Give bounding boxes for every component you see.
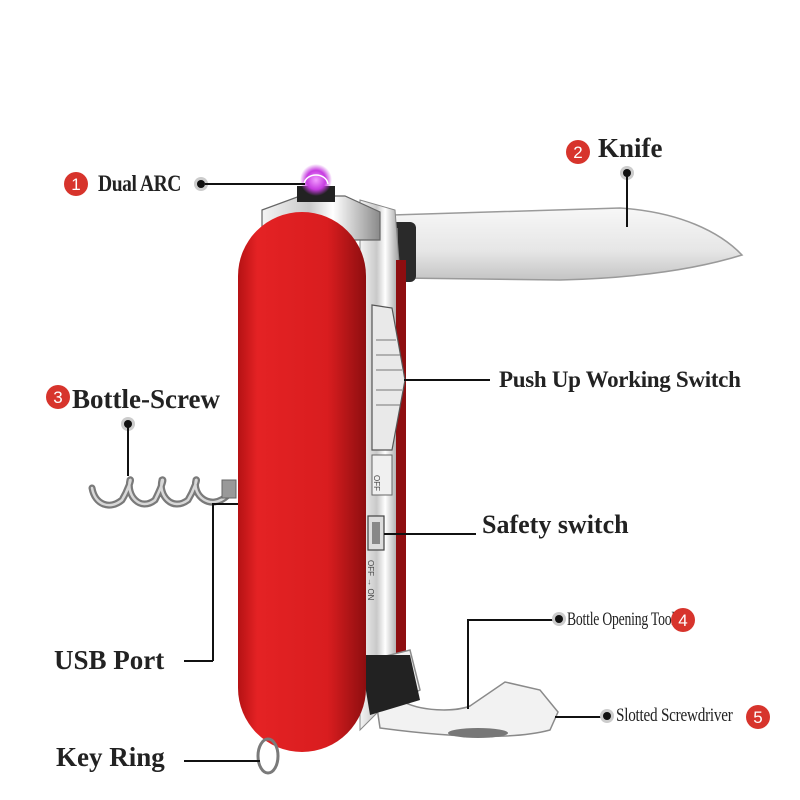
callout-label: Key Ring [56, 742, 165, 772]
callout-number-badge: 3 [46, 385, 70, 409]
push-switch [371, 304, 406, 496]
callout-label: Knife [598, 133, 663, 163]
bottle-opener-screwdriver [360, 649, 559, 738]
callout-pointer-dot [623, 169, 631, 177]
callout-number-badge: 2 [566, 140, 590, 164]
safety-switch [367, 515, 385, 551]
callout-leader-line [467, 619, 555, 621]
callout-leader-line [467, 619, 469, 709]
callout-leader-line [184, 660, 213, 662]
callout-number-badge: 5 [746, 705, 770, 729]
key-ring [256, 737, 280, 775]
callout-label: Push Up Working Switch [499, 367, 741, 392]
callout-number-badge: 4 [671, 608, 695, 632]
callout-leader-line [205, 183, 305, 185]
callout-pointer-dot [603, 712, 611, 720]
callout-label: USB Port [54, 645, 165, 675]
corkscrew [88, 476, 237, 509]
callout-pointer-dot [124, 420, 132, 428]
callout-leader-line [212, 503, 238, 505]
callout-leader-line [404, 379, 490, 381]
callout-label: Bottle-Screw [72, 384, 220, 414]
callout-pointer-dot [555, 615, 563, 623]
callout-label: Safety switch [482, 510, 629, 539]
safety-switch-marking: OFF → ON [366, 560, 375, 601]
red-handle [238, 212, 366, 752]
callout-pointer-dot [197, 180, 205, 188]
callout-leader-line [384, 533, 476, 535]
callout-number-badge: 1 [64, 172, 88, 196]
callout-leader-line [555, 716, 603, 718]
knife-blade [380, 207, 744, 282]
callout-leader-line [212, 503, 214, 661]
callout-label: Dual ARC [98, 171, 181, 196]
callout-leader-line [184, 760, 260, 762]
callout-leader-line [626, 175, 628, 227]
callout-label: Slotted Screwdriver [616, 705, 733, 726]
callout-leader-line [127, 426, 129, 476]
push-switch-marking: OFF [372, 475, 381, 491]
callout-label: Bottle Opening Tool [567, 609, 675, 630]
